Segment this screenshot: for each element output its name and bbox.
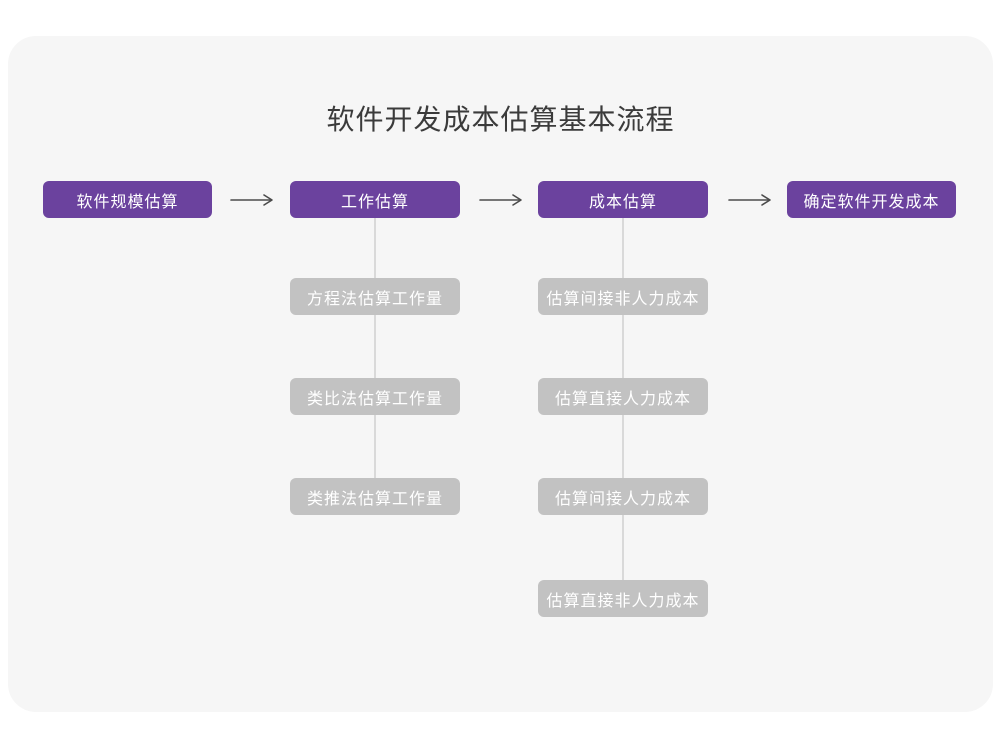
arrow-right-icon [230,194,273,206]
node-comparison-method-workload: 类比法估算工作量 [290,378,460,415]
node-indirect-labor-cost: 估算间接人力成本 [538,478,708,515]
node-determine-software-dev-cost: 确定软件开发成本 [787,181,956,218]
node-label: 估算间接非人力成本 [546,290,700,308]
connector-work-estimation-line [374,218,376,496]
node-label: 估算直接非人力成本 [546,592,700,610]
node-label: 估算直接人力成本 [554,390,691,408]
node-label: 工作估算 [340,193,409,211]
node-label: 估算间接人力成本 [554,490,691,508]
node-equation-method-workload: 方程法估算工作量 [290,278,460,315]
node-label: 成本估算 [588,193,657,211]
node-label: 方程法估算工作量 [306,290,443,308]
node-label: 确定软件开发成本 [803,193,940,211]
node-software-scale-estimation: 软件规模估算 [43,181,212,218]
node-direct-labor-cost: 估算直接人力成本 [538,378,708,415]
diagram-canvas: 软件开发成本估算基本流程 软件规模估算 工作估算 成本估算 确定软件开发成本 方… [8,36,993,712]
diagram-title: 软件开发成本估算基本流程 [326,104,675,135]
node-label: 类比法估算工作量 [306,390,443,408]
node-analogy-method-workload: 类推法估算工作量 [290,478,460,515]
node-label: 类推法估算工作量 [306,490,443,508]
node-cost-estimation: 成本估算 [538,181,708,218]
node-indirect-non-labor-cost: 估算间接非人力成本 [538,278,708,315]
node-direct-non-labor-cost: 估算直接非人力成本 [538,580,708,617]
arrow-right-icon [728,194,771,206]
node-label: 软件规模估算 [76,193,179,211]
arrow-right-icon [479,194,522,206]
node-work-estimation: 工作估算 [290,181,460,218]
